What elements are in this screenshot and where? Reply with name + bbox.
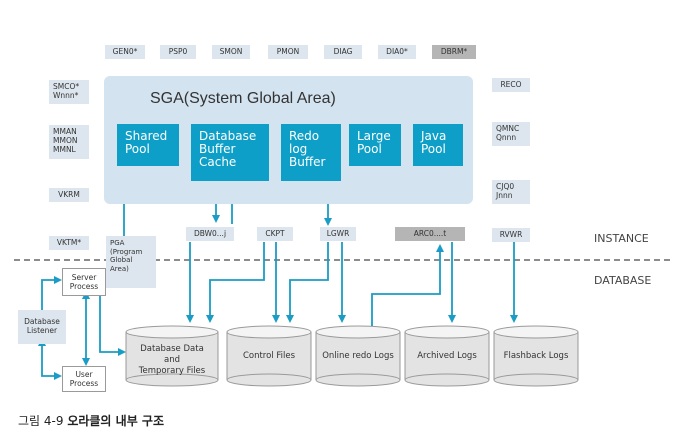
cylinder-data-files — [125, 325, 219, 387]
process-cjq0-jnnn: CJQ0 Jnnn — [492, 180, 530, 204]
cylinder-flashback-logs — [493, 325, 579, 387]
cylinder-control-files — [226, 325, 312, 387]
process-dbw0: DBW0...j — [186, 227, 234, 241]
server-process: Server Process — [62, 268, 106, 296]
process-dbrm: DBRM* — [432, 45, 476, 59]
process-lgwr: LGWR — [320, 227, 356, 241]
process-vkrm: VKRM — [49, 188, 89, 202]
process-psp0: PSP0 — [160, 45, 196, 59]
sga-database-buffer-cache: Database Buffer Cache — [191, 124, 269, 181]
sga-large-pool: Large Pool — [349, 124, 401, 166]
arrow-lgwr-to-control — [286, 242, 329, 323]
process-dia0: DIA0* — [378, 45, 416, 59]
database-listener: Database Listener — [18, 310, 66, 344]
process-diag: DIAG — [324, 45, 362, 59]
process-arc0: ARC0....t — [395, 227, 465, 241]
file-label-data-files: Database Data and Temporary Files — [138, 344, 206, 376]
process-smco-wnnn: SMCO* Wnnn* — [49, 80, 89, 104]
figure-caption: 그림 4-9 오라클의 내부 구조 — [18, 412, 164, 429]
process-gen0: GEN0* — [105, 45, 145, 59]
zone-database-label: DATABASE — [594, 274, 652, 287]
process-ckpt: CKPT — [257, 227, 293, 241]
process-vktm: VKTM* — [49, 236, 89, 250]
file-label-online-redo-logs: Online redo Logs — [322, 351, 394, 361]
process-rvwr: RVWR — [492, 228, 530, 242]
arrow-listener-to-server — [41, 276, 62, 310]
cylinder-archived-logs — [404, 325, 490, 387]
zone-instance-label: INSTANCE — [594, 232, 649, 245]
arrow-redo-logs-to-arc — [371, 244, 444, 326]
process-reco: RECO — [492, 78, 530, 92]
sga-shared-pool: Shared Pool — [117, 124, 179, 166]
sga-redo-log-buffer: Redo log Buffer — [281, 124, 341, 181]
process-qmnc-qnnn: QMNC Qnnn — [492, 122, 530, 146]
pga-box: PGA (Program Global Area) — [106, 236, 156, 288]
file-label-control-files: Control Files — [242, 351, 296, 361]
arrow-server-to-datafiles — [99, 290, 126, 356]
arrow-ckpt-to-datafiles — [206, 242, 265, 323]
file-label-flashback-logs: Flashback Logs — [503, 351, 569, 361]
arrow-listener-to-user — [38, 338, 62, 380]
sga-title: SGA(System Global Area) — [150, 90, 336, 107]
caption-prefix: 그림 4-9 — [18, 414, 68, 428]
file-label-archived-logs: Archived Logs — [417, 351, 477, 361]
caption-title: 오라클의 내부 구조 — [67, 414, 164, 428]
cylinder-online-redo-logs — [315, 325, 401, 387]
process-pmon: PMON — [268, 45, 308, 59]
user-process: User Process — [62, 366, 106, 392]
sga-java-pool: Java Pool — [413, 124, 463, 166]
process-smon: SMON — [212, 45, 250, 59]
process-mman-group: MMAN MMON MMNL — [49, 125, 89, 159]
